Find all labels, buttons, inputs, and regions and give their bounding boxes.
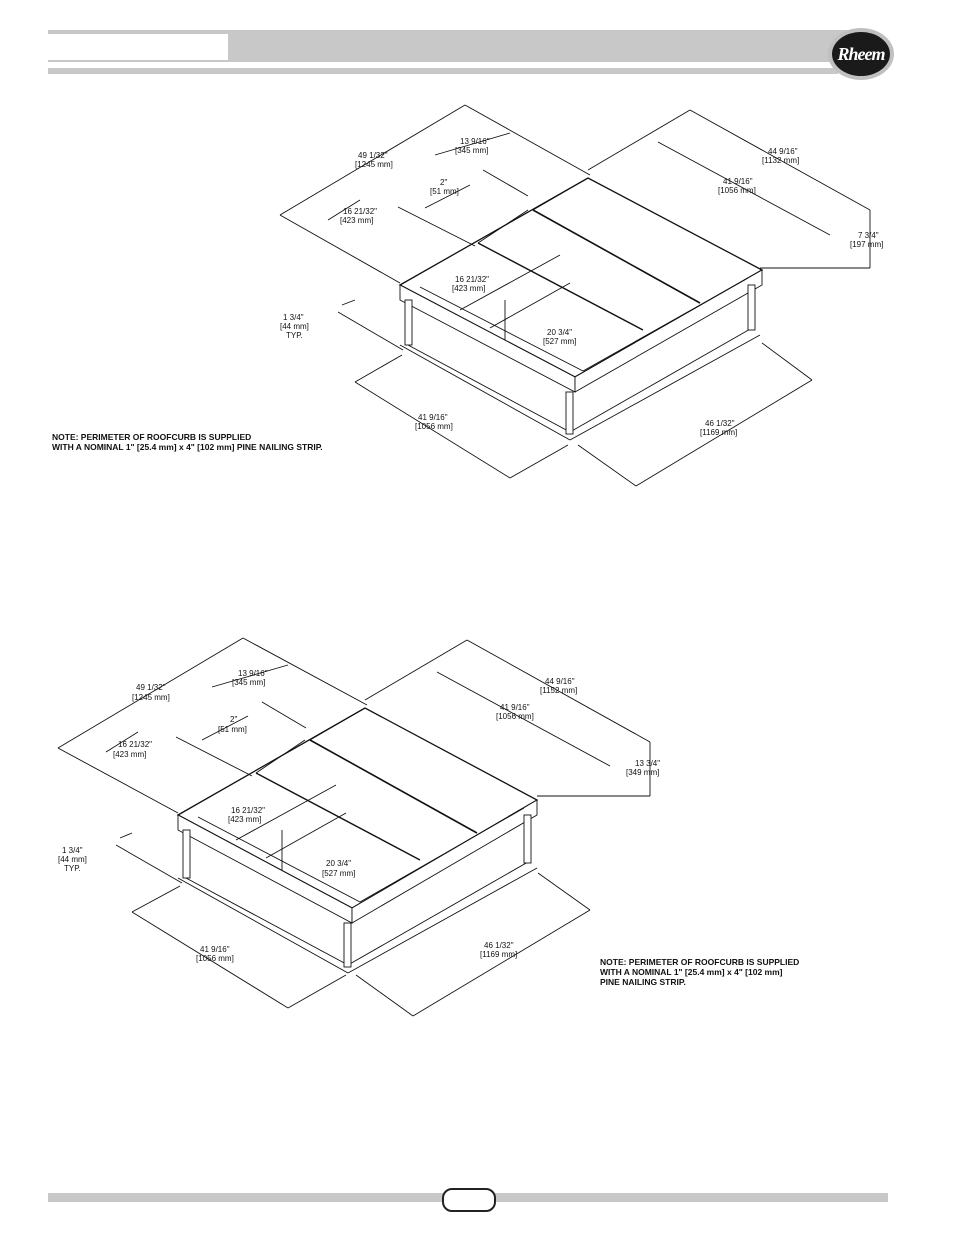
dim-side-a: 16 21/32" — [343, 207, 377, 216]
header-rule — [48, 68, 838, 74]
roofcurb-drawing-2 — [176, 707, 539, 974]
dim-gap: 2" — [440, 178, 447, 187]
dim-inner-b-mm: [527 mm] — [322, 869, 355, 878]
dim-inner-width-mm: [1056 mm] — [496, 712, 534, 721]
dimension-labels-1: 49 1/32" [1245 mm] 13 9/16" [345 mm] 2" … — [280, 137, 883, 437]
dim-flange-typ: TYP. — [64, 864, 81, 873]
dim-height: 7 3/4" — [858, 231, 879, 240]
dim-section-a: 13 9/16" — [238, 669, 268, 678]
dim-flange-typ: TYP. — [286, 331, 303, 340]
dim-inner-width: 41 9/16" — [500, 703, 530, 712]
dim-inner-a-mm: [423 mm] — [228, 815, 261, 824]
dim-height-mm: [349 mm] — [626, 768, 659, 777]
dim-height-mm: [197 mm] — [850, 240, 883, 249]
dim-overall-length-mm: [1245 mm] — [355, 160, 393, 169]
dim-width-top-mm: [1132 mm] — [762, 156, 799, 165]
dim-base-front: 41 9/16" — [200, 945, 230, 954]
note-line: WITH A NOMINAL 1" [25.4 mm] x 4" [102 mm… — [52, 442, 323, 452]
dimension-lines-2 — [57, 637, 651, 1017]
dim-flange-mm: [44 mm] — [58, 855, 87, 864]
dim-section-a: 13 9/16" — [460, 137, 490, 146]
dim-overall-length: 49 1/32" — [358, 151, 388, 160]
dim-overall-length: 49 1/32" — [136, 683, 166, 692]
dim-base-front-mm: [1056 mm] — [415, 422, 453, 431]
dim-inner-width-mm: [1056 mm] — [718, 186, 756, 195]
nailing-strip-note-1: NOTE: PERIMETER OF ROOFCURB IS SUPPLIED … — [52, 432, 323, 452]
dim-flange: 1 3/4" — [283, 313, 304, 322]
dim-side-a-mm: [423 mm] — [113, 750, 146, 759]
dim-inner-b: 20 3/4" — [547, 328, 572, 337]
page-number-badge — [442, 1188, 496, 1212]
dim-base-side: 46 1/32" — [705, 419, 735, 428]
dim-gap: 2" — [230, 715, 237, 724]
dim-base-side-mm: [1169 mm] — [480, 950, 517, 959]
dim-width-top: 44 9/16" — [768, 147, 798, 156]
rheem-logo: Rheem — [828, 28, 894, 80]
dim-width-top: 44 9/16" — [545, 677, 575, 686]
dim-base-side-mm: [1169 mm] — [700, 428, 737, 437]
note-line: NOTE: PERIMETER OF ROOFCURB IS SUPPLIED — [600, 957, 800, 967]
dim-section-a-mm: [345 mm] — [232, 678, 265, 687]
dimension-labels-2: 49 1/32" [1245 mm] 13 9/16" [345 mm] 2" … — [58, 669, 660, 963]
dim-inner-a-mm: [423 mm] — [452, 284, 485, 293]
note-line: NOTE: PERIMETER OF ROOFCURB IS SUPPLIED — [52, 432, 252, 442]
dimension-lines-1 — [279, 104, 871, 487]
logo-text: Rheem — [832, 32, 890, 76]
dim-inner-width: 41 9/16" — [723, 177, 753, 186]
dim-side-a-mm: [423 mm] — [340, 216, 373, 225]
dim-flange-mm: [44 mm] — [280, 322, 309, 331]
dim-section-a-mm: [345 mm] — [455, 146, 488, 155]
dim-gap-mm: [51 mm] — [430, 187, 459, 196]
dim-inner-b-mm: [527 mm] — [543, 337, 576, 346]
dim-overall-length-mm: [1245 mm] — [132, 693, 170, 702]
dim-side-a: 16 21/32" — [118, 740, 152, 749]
dim-flange: 1 3/4" — [62, 846, 83, 855]
dim-height: 13 3/4" — [635, 759, 660, 768]
dim-base-front-mm: [1056 mm] — [196, 954, 234, 963]
dim-gap-mm: [51 mm] — [218, 725, 247, 734]
header-tab — [48, 34, 228, 60]
nailing-strip-note-2: NOTE: PERIMETER OF ROOFCURB IS SUPPLIED … — [600, 957, 799, 987]
dim-base-side: 46 1/32" — [484, 941, 514, 950]
roofcurb-drawing-1 — [398, 177, 764, 441]
dim-inner-b: 20 3/4" — [326, 859, 351, 868]
dim-width-top-mm: [1152 mm] — [540, 686, 577, 695]
note-line: WITH A NOMINAL 1" [25.4 mm] x 4" [102 mm… — [600, 967, 783, 977]
dim-base-front: 41 9/16" — [418, 413, 448, 422]
dim-inner-a: 16 21/32" — [455, 275, 489, 284]
dim-inner-a: 16 21/32" — [231, 806, 265, 815]
note-line: PINE NAILING STRIP. — [600, 977, 686, 987]
